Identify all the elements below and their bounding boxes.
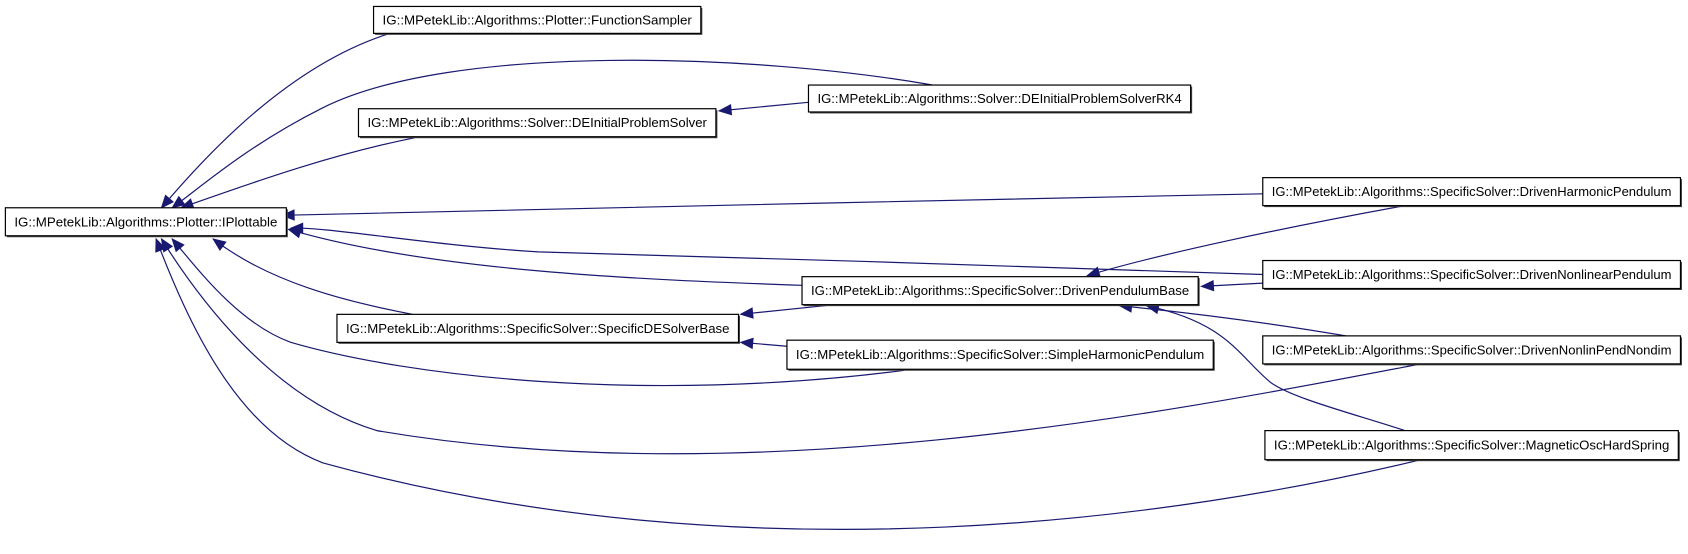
edge-DrivenPendulumBase-to-SpecificDESolverBase [739,304,835,319]
edge-DrivenHarmonicPendulum-to-DrivenPendulumBase [1086,205,1406,278]
edge-DrivenHarmonicPendulum-to-IPlottable [280,193,1263,221]
arrowhead-icon [171,238,185,253]
class-node-IPlottable[interactable]: IG::MPetekLib::Algorithms::Plotter::IPlo… [4,207,288,238]
edge-line [155,238,1422,530]
edge-DrivenNonlinearPendulum-to-DrivenPendulumBase [1200,280,1263,292]
node-box[interactable] [1264,430,1679,461]
class-node-FunctionSampler[interactable]: IG::MPetekLib::Algorithms::Plotter::Func… [372,5,703,35]
node-box[interactable] [1262,259,1682,290]
node-label: IG::MPetekLib::Algorithms::SpecificSolve… [1272,343,1672,357]
node-label: IG::MPetekLib::Algorithms::Solver::DEIni… [817,92,1181,106]
node-label: IG::MPetekLib::Algorithms::Solver::DEIni… [367,116,706,130]
edge-DrivenPendulumBase-to-IPlottable [287,227,803,286]
node-box[interactable] [1262,177,1682,207]
edge-line [180,137,415,209]
node-label: IG::MPetekLib::Algorithms::SpecificSolve… [796,348,1204,362]
edge-line [1119,305,1346,337]
edge-SimpleHarmonicPendulum-to-IPlottable [171,238,905,387]
node-label: IG::MPetekLib::Algorithms::SpecificSolve… [1272,268,1672,282]
arrowhead-icon [739,307,754,319]
arrowhead-icon [160,194,174,209]
edge-line [161,32,390,209]
edge-line [171,59,933,209]
node-box[interactable] [1262,335,1682,365]
node-box[interactable] [336,313,740,343]
node-box[interactable] [372,5,702,34]
node-label: IG::MPetekLib::Algorithms::SpecificSolve… [1272,185,1672,199]
arrowhead-icon [717,104,733,116]
edge-line [290,227,1263,276]
arrowhead-icon [155,237,166,253]
class-node-SimpleHarmonicPendulum[interactable]: IG::MPetekLib::Algorithms::SpecificSolve… [786,339,1215,371]
edge-FunctionSampler-to-IPlottable [160,32,390,209]
node-box[interactable] [801,276,1199,306]
node-label: IG::MPetekLib::Algorithms::Plotter::IPlo… [14,215,277,229]
edge-line [1087,205,1406,277]
node-box[interactable] [807,84,1192,113]
nodes-layer: IG::MPetekLib::Algorithms::Plotter::IPlo… [4,5,1682,462]
edge-line [171,238,905,387]
edge-line [719,101,809,112]
node-box[interactable] [786,339,1214,370]
class-node-DrivenNonlinPendNondim[interactable]: IG::MPetekLib::Algorithms::SpecificSolve… [1262,335,1682,366]
edge-line [212,238,413,315]
edge-SpecificDESolverBase-to-IPlottable [212,238,413,315]
edge-DEInitialProblemSolverRK4-to-DEInitialProblemSolver [717,101,809,116]
node-label: IG::MPetekLib::Algorithms::Plotter::Func… [383,13,692,27]
edge-MagneticOscHardSpring-to-IPlottable [155,237,1422,530]
edges-layer [155,32,1422,530]
edge-SimpleHarmonicPendulum-to-SpecificDESolverBase [739,337,792,350]
node-label: IG::MPetekLib::Algorithms::SpecificSolve… [811,284,1189,298]
class-node-SpecificDESolverBase[interactable]: IG::MPetekLib::Algorithms::SpecificSolve… [336,313,740,344]
arrowhead-icon [1200,280,1215,292]
node-label: IG::MPetekLib::Algorithms::SpecificSolve… [1274,439,1669,453]
edge-line [288,228,803,286]
edge-line [160,238,1422,455]
node-box[interactable] [4,207,287,237]
edge-line [1146,305,1406,432]
arrowhead-icon [739,337,754,350]
node-box[interactable] [357,108,717,138]
arrowhead-icon [287,227,303,239]
edge-line [740,304,835,315]
class-node-MagneticOscHardSpring[interactable]: IG::MPetekLib::Algorithms::SpecificSolve… [1264,430,1680,462]
arrowhead-icon [212,238,227,251]
node-label: IG::MPetekLib::Algorithms::SpecificSolve… [346,322,730,336]
edge-DEInitialProblemSolverRK4-to-IPlottable [171,59,933,209]
class-node-DrivenNonlinearPendulum[interactable]: IG::MPetekLib::Algorithms::SpecificSolve… [1262,259,1682,291]
arrowhead-icon [160,237,174,253]
arrowhead-icon [171,195,186,209]
class-node-DrivenPendulumBase[interactable]: IG::MPetekLib::Algorithms::SpecificSolve… [801,276,1200,307]
class-node-DrivenHarmonicPendulum[interactable]: IG::MPetekLib::Algorithms::SpecificSolve… [1262,177,1682,208]
class-node-DEInitialProblemSolver[interactable]: IG::MPetekLib::Algorithms::Solver::DEIni… [357,108,718,139]
edge-line [282,193,1263,216]
class-node-DEInitialProblemSolverRK4[interactable]: IG::MPetekLib::Algorithms::Solver::DEIni… [807,84,1193,114]
arrowhead-icon [280,209,295,221]
